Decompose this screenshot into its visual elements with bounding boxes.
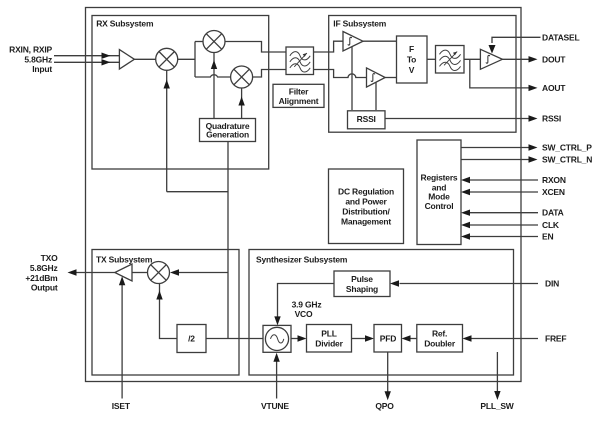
svg-text:Filter: Filter	[289, 87, 309, 97]
svg-text:SW_CTRL_P: SW_CTRL_P	[542, 143, 592, 153]
svg-text:PFD: PFD	[380, 334, 396, 344]
svg-text:AOUT: AOUT	[542, 83, 566, 93]
svg-text:5.8GHz: 5.8GHz	[24, 54, 52, 64]
svg-text:Input: Input	[32, 64, 52, 74]
svg-text:QPO: QPO	[375, 401, 394, 411]
svg-text:3.9 GHz: 3.9 GHz	[292, 300, 322, 310]
svg-text:and: and	[432, 182, 447, 192]
svg-text:DC Regulation: DC Regulation	[338, 187, 394, 197]
svg-text:DOUT: DOUT	[542, 54, 566, 64]
svg-text:SW_CTRL_N: SW_CTRL_N	[542, 155, 592, 165]
svg-text:DATASEL: DATASEL	[542, 32, 579, 42]
svg-text:Generation: Generation	[206, 130, 249, 140]
svg-text:Output: Output	[31, 283, 58, 293]
svg-text:EN: EN	[542, 232, 553, 242]
svg-text:RXIN, RXIP: RXIN, RXIP	[9, 44, 52, 54]
svg-text:V: V	[409, 65, 415, 75]
svg-text:Doubler: Doubler	[424, 339, 456, 349]
svg-text:TXO: TXO	[41, 253, 58, 263]
svg-text:RXON: RXON	[542, 175, 566, 185]
svg-text:ISET: ISET	[112, 401, 131, 411]
svg-text:To: To	[407, 55, 416, 65]
svg-text:RSSI: RSSI	[542, 114, 561, 124]
svg-text:Distribution/: Distribution/	[342, 207, 390, 217]
svg-text:Quadrature: Quadrature	[206, 121, 250, 131]
svg-text:Shaping: Shaping	[346, 284, 378, 294]
svg-text:Pulse: Pulse	[351, 274, 373, 284]
svg-text:VTUNE: VTUNE	[261, 401, 289, 411]
svg-text:Divider: Divider	[315, 339, 343, 349]
svg-text:/2: /2	[188, 334, 195, 344]
svg-text:XCEN: XCEN	[542, 187, 565, 197]
svg-text:RSSI: RSSI	[357, 114, 376, 124]
svg-text:Registers: Registers	[421, 172, 458, 182]
svg-text:PLL: PLL	[321, 329, 336, 339]
svg-text:Mode: Mode	[428, 192, 450, 202]
svg-text:VCO: VCO	[295, 309, 313, 319]
svg-text:Control: Control	[425, 201, 454, 211]
svg-text:5.8GHz: 5.8GHz	[30, 263, 58, 273]
svg-text:RX Subsystem: RX Subsystem	[96, 19, 154, 29]
svg-text:DIN: DIN	[545, 279, 559, 289]
svg-text:Alignment: Alignment	[279, 96, 319, 106]
svg-text:TX Subsystem: TX Subsystem	[96, 255, 153, 265]
svg-text:and Power: and Power	[345, 197, 387, 207]
svg-text:F: F	[409, 44, 414, 54]
svg-text:IF Subsystem: IF Subsystem	[333, 19, 387, 29]
svg-text:Management: Management	[341, 217, 391, 227]
svg-text:DATA: DATA	[542, 208, 564, 218]
svg-text:PLL_SW: PLL_SW	[480, 401, 514, 411]
svg-text:Synthesizer Subsystem: Synthesizer Subsystem	[256, 255, 348, 265]
svg-text:+21dBm: +21dBm	[25, 273, 58, 283]
svg-text:CLK: CLK	[542, 220, 560, 230]
svg-text:FREF: FREF	[545, 334, 566, 344]
svg-text:Ref.: Ref.	[432, 329, 447, 339]
